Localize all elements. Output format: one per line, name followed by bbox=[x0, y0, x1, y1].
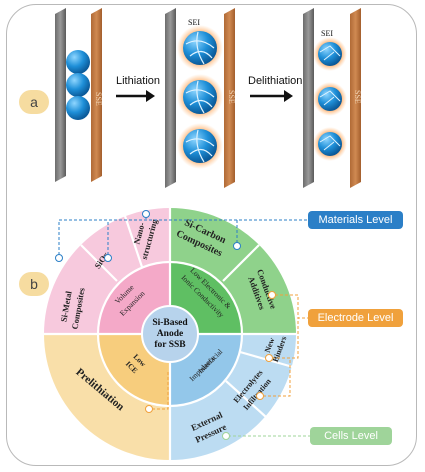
electrode-level-pill: Electrode Level bbox=[308, 309, 403, 327]
stack-delithiated: SSE SEI bbox=[303, 8, 362, 188]
panel-b-badge-text: b bbox=[30, 276, 38, 292]
center-circle bbox=[141, 305, 199, 363]
sse-2 bbox=[224, 8, 235, 188]
current-collector-3 bbox=[303, 8, 314, 188]
delithiation-arrow-head bbox=[284, 90, 293, 102]
connector-nodes bbox=[55, 210, 276, 440]
si-particle-expanded bbox=[183, 129, 217, 163]
current-collector-2 bbox=[165, 8, 176, 188]
sei-label-1: SEI bbox=[188, 18, 200, 27]
sse-1 bbox=[91, 8, 102, 182]
sse-label-1: SSE bbox=[94, 92, 103, 106]
panel-a-diagram: SSE SSE SEI SSE SEI bbox=[55, 8, 362, 188]
si-particle bbox=[66, 73, 90, 97]
center-text-3: for SSB bbox=[154, 340, 186, 350]
panel-b-badge: b bbox=[19, 272, 49, 296]
cells-level-pill: Cells Level bbox=[310, 427, 392, 445]
sse-label-3: SSE bbox=[353, 90, 362, 104]
inner-ring bbox=[98, 262, 242, 406]
stack-initial: SSE bbox=[55, 8, 103, 182]
outer-blue-sector bbox=[170, 334, 296, 460]
center-text-1: Si-Based bbox=[152, 318, 188, 328]
si-particle bbox=[66, 50, 90, 74]
connectors bbox=[58, 216, 310, 437]
si-particle-expanded bbox=[183, 80, 217, 114]
stack-lithiated: SSE SEI bbox=[165, 8, 236, 188]
si-particle bbox=[66, 96, 90, 120]
panel-a-badge: a bbox=[19, 90, 49, 114]
current-collector-1 bbox=[55, 8, 66, 182]
sse-3 bbox=[350, 8, 361, 188]
panel-a-badge-text: a bbox=[30, 94, 38, 110]
outer-yellow-sector bbox=[44, 334, 170, 460]
inner-blue-sector bbox=[170, 334, 242, 406]
materials-level-pill: Materials Level bbox=[308, 211, 403, 229]
inner-pink-sector bbox=[98, 262, 170, 334]
lithiation-label: Lithiation bbox=[116, 75, 161, 87]
sector-dividers bbox=[44, 208, 296, 460]
sei-label-2: SEI bbox=[321, 29, 333, 38]
si-particle-expanded bbox=[183, 31, 217, 65]
sse-label-2: SSE bbox=[227, 90, 236, 104]
lithiation-arrow-head bbox=[146, 90, 155, 102]
inner-green-sector bbox=[170, 262, 242, 334]
delithiation-label: Delithiation bbox=[248, 75, 303, 87]
inner-yellow-sector bbox=[98, 334, 170, 406]
center-text-2: Anode bbox=[157, 329, 183, 339]
